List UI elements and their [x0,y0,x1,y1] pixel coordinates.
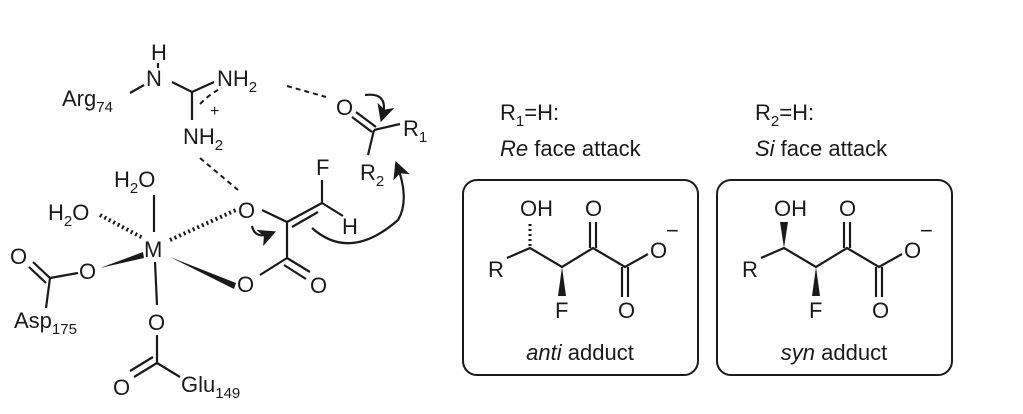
hydroxyl: OH [774,196,807,221]
product-structure: OH O R F O − O [488,196,679,323]
carbonyl-oxygen: O [618,298,635,323]
wedge-bond [780,222,788,248]
r1-label: R1 [403,116,427,146]
bond [286,202,323,223]
bond [261,209,288,223]
delocalization-dash [199,87,223,105]
carbonyl-oxygen: O [872,298,889,323]
carboxylate-oxygen: O [650,238,667,263]
bond [259,257,288,276]
bond [32,261,51,279]
bond [28,266,47,284]
positive-charge: + [210,103,219,120]
bond [286,257,311,273]
panel-face-label: Re face attack [500,136,642,161]
metal-center: M [144,237,162,262]
panel-re-face: R1=H: Re face attack OH O R F O − O anti… [462,100,699,376]
nh-hydrogen: H [151,40,167,65]
asp-oxygen: O [79,259,96,284]
bond [373,122,401,132]
r2-label: R2 [360,160,384,190]
product-caption: anti adduct [526,340,634,365]
panel-face-label: Si face attack [755,136,888,161]
negative-charge: − [666,218,679,243]
nh2-bottom: NH2 [183,124,223,154]
ketone-oxygen: O [839,196,856,221]
r-group: R [742,257,758,282]
bond [355,111,377,128]
panel-condition: R1=H: [500,100,559,130]
bond [351,116,373,133]
fluorine: F [809,298,822,323]
asp175-label: Asp175 [14,308,77,338]
hydrogen-bond [199,157,239,191]
hashed-bond [169,208,237,242]
wedge-bond [170,257,236,289]
r-group: R [488,257,504,282]
water-left: H2O [48,200,89,230]
water-top: H2O [114,167,155,197]
wedge-bond [812,267,820,296]
bond [191,80,215,94]
asp-oxygen-2: O [10,244,27,269]
bond [49,271,79,280]
glu149-label: Glu149 [181,372,240,402]
negative-charge: − [920,218,933,243]
active-site-mechanism: H N Arg74 NH2 + NH2 O R1 R2 F H O [10,40,427,402]
bond [133,362,158,378]
wedge-bond [100,252,144,268]
bond [321,202,344,217]
bond [283,264,307,280]
panel-si-face: R2=H: Si face attack OH O R F O − O syn … [716,100,953,376]
product-box [716,179,953,376]
product-box [462,179,699,376]
fluorine: F [555,298,568,323]
bond [44,277,52,309]
panel-condition: R2=H: [755,100,814,130]
product-caption: syn adduct [781,340,887,365]
enolate-oxygen: O [238,198,255,223]
bond [129,84,145,94]
carboxylate-oxygen: O [237,272,254,297]
carboxylate-oxygen: O [904,238,921,263]
vinyl-hydrogen: H [342,214,358,239]
hydrogen-bond [286,85,327,98]
glu-oxygen-2: O [113,375,130,400]
glu-oxygen: O [148,310,165,335]
electron-arrow [311,160,410,245]
carboxylate-oxygen-2: O [310,273,327,298]
wedge-bond [558,267,566,296]
carbon-chain [760,246,903,269]
electron-arrow [250,225,277,247]
hashed-bond [99,213,144,240]
bond [156,362,181,378]
bond [129,356,154,372]
nh-nitrogen: N [146,66,162,91]
ketone-oxygen: O [585,196,602,221]
fluorine: F [316,155,329,180]
bond [153,261,159,306]
product-structure: OH O R F O − O [742,196,933,323]
carbonyl-oxygen: O [336,95,353,120]
carbon-chain [506,246,649,269]
hydroxyl: OH [520,196,553,221]
bond [366,129,376,156]
electron-arrow [364,93,395,123]
nh2-top: NH2 [217,66,257,96]
double-bond [291,211,319,228]
bond [171,81,193,93]
arg74-label: Arg74 [62,86,113,116]
